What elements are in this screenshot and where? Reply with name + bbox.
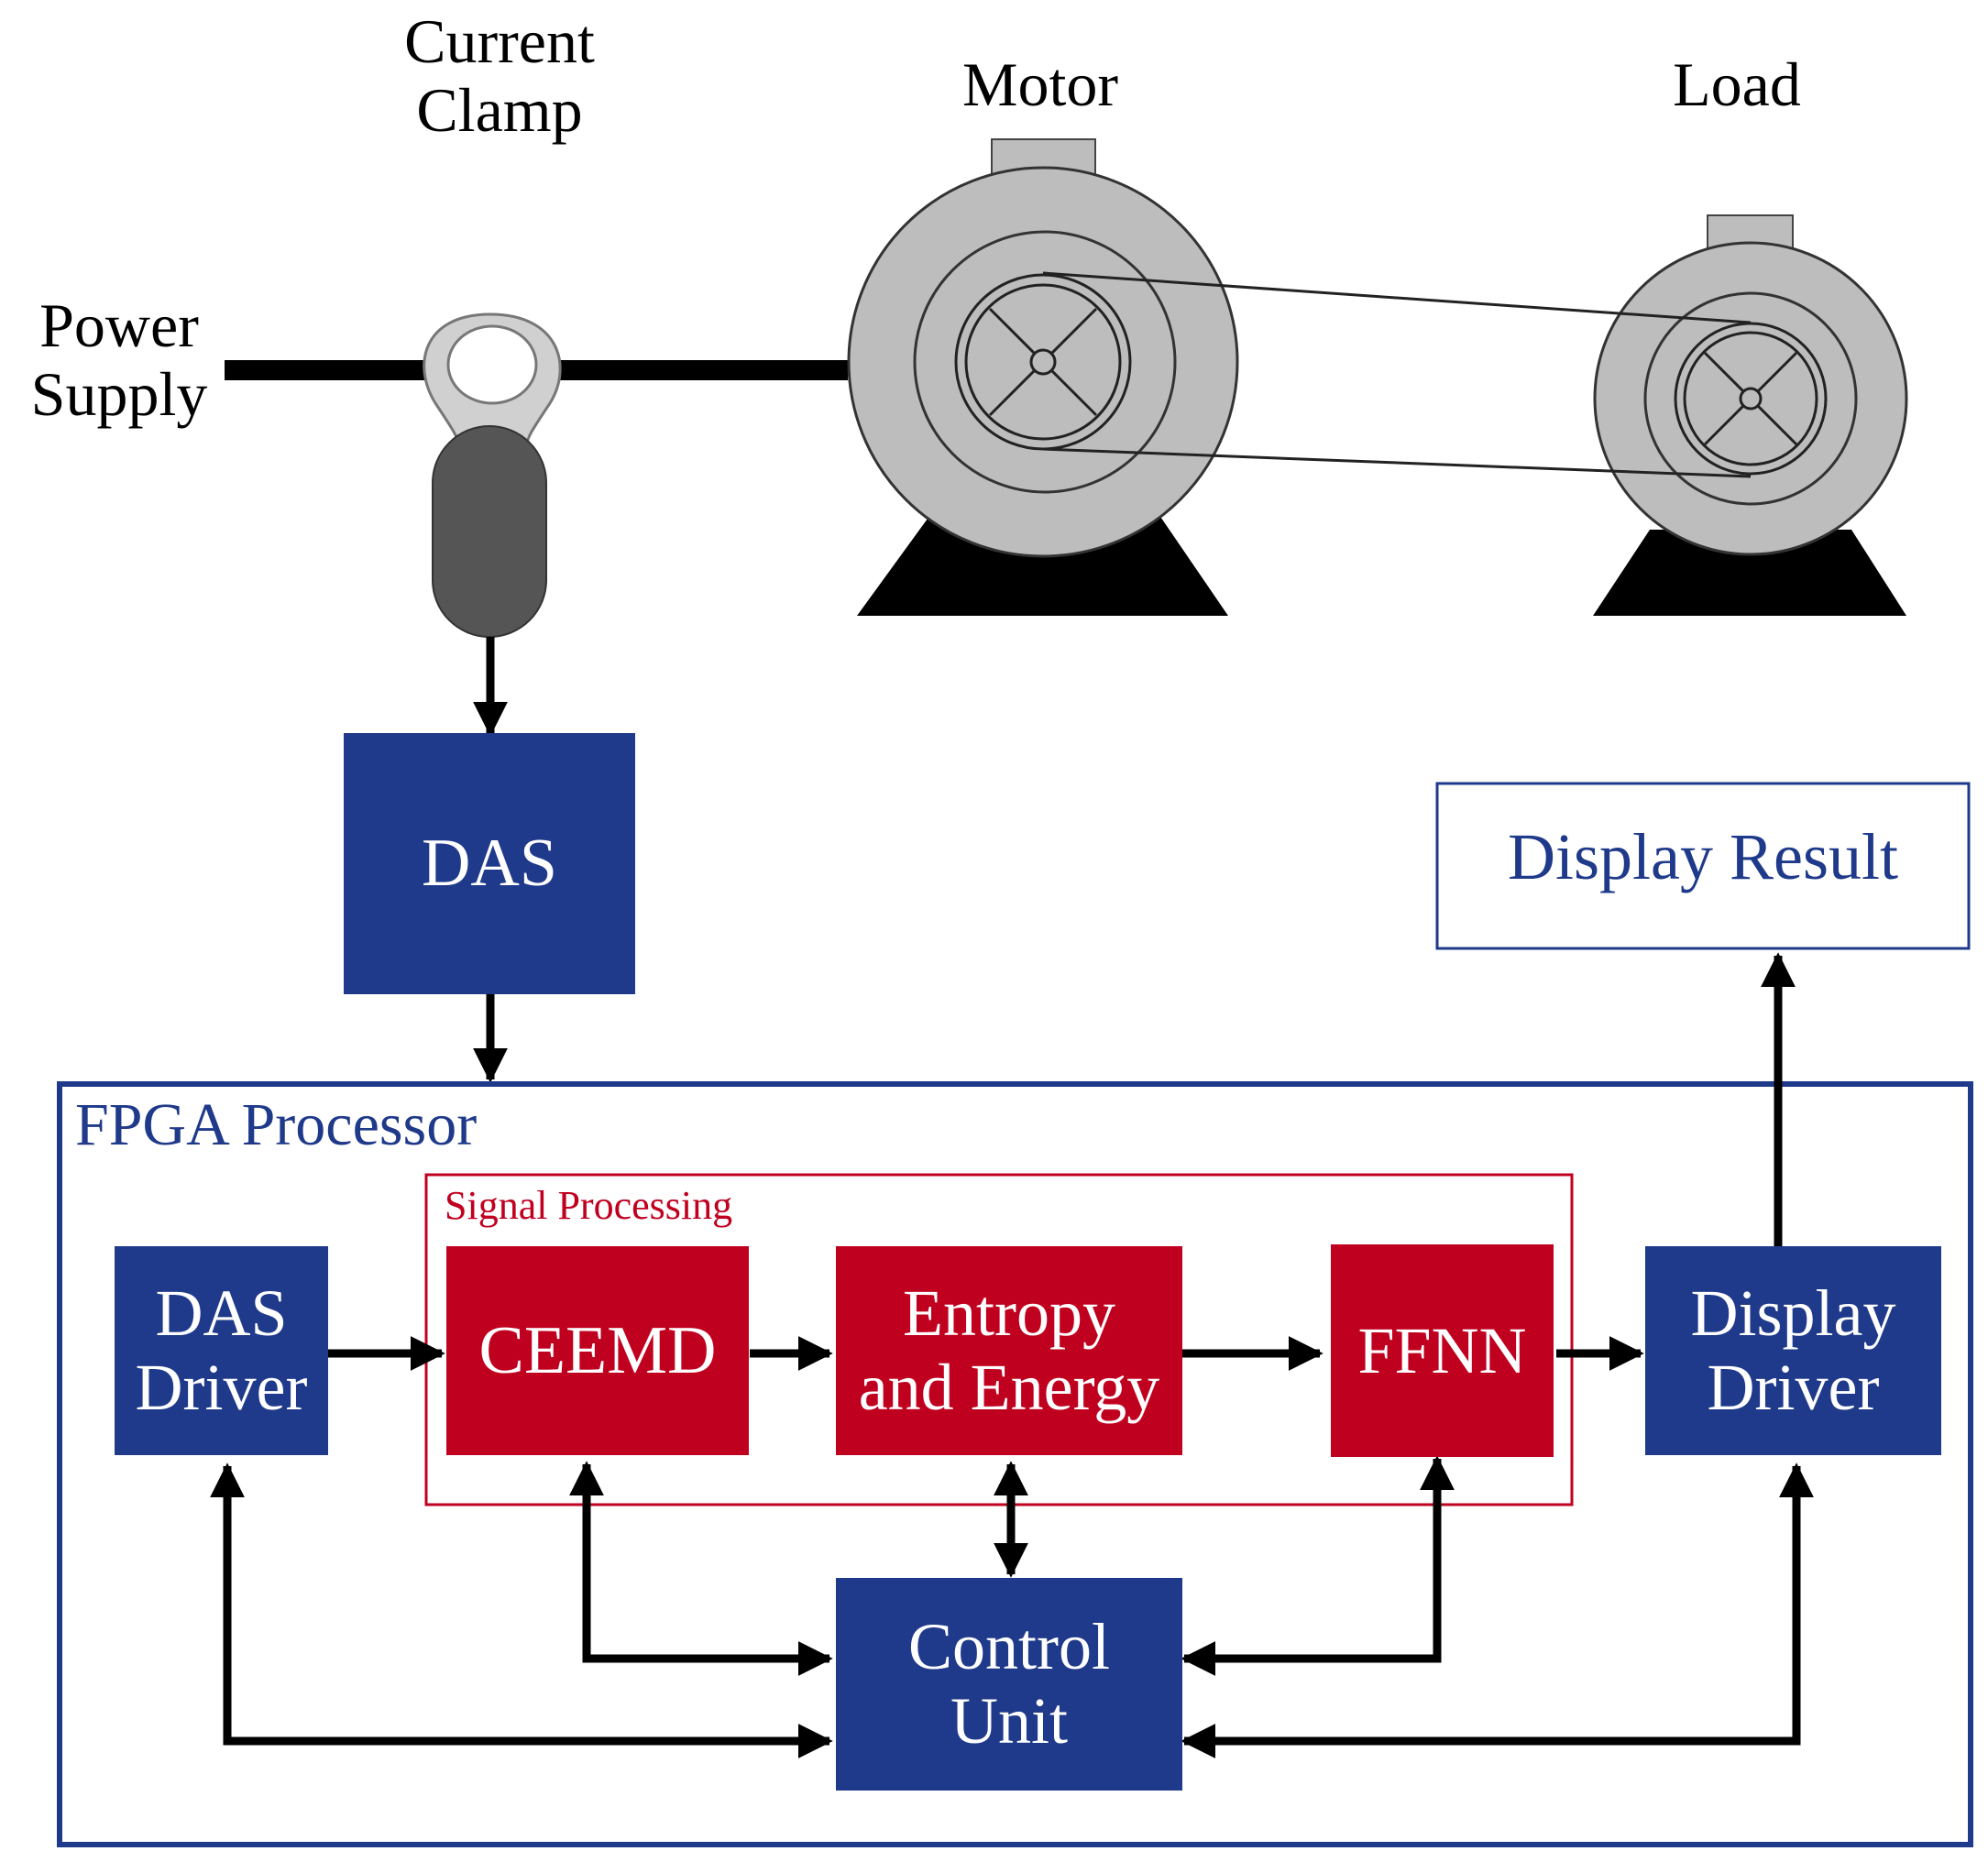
das-driver-block: DAS Driver: [115, 1246, 328, 1455]
link-control-display-driver: [1181, 1462, 1814, 1758]
current-clamp-label: Current Clamp: [404, 6, 595, 145]
link-control-ffnn: [1181, 1455, 1455, 1676]
current-clamp-icon: [423, 312, 562, 638]
belt: [1042, 271, 1752, 478]
link-control-das-driver: [210, 1462, 833, 1758]
fpga-processor-boundary: [57, 1081, 1973, 1847]
ffnn-block: FFNN: [1331, 1244, 1554, 1457]
link-control-ceemd: [569, 1461, 833, 1676]
display-driver-block: Display Driver: [1645, 1246, 1941, 1455]
das-block: DAS: [344, 733, 635, 994]
control-unit-block: Control Unit: [836, 1578, 1182, 1791]
signal-processing-title: Signal Processing: [445, 1183, 733, 1228]
motor-icon: [847, 138, 1239, 616]
fpga-processor-title: FPGA Processor: [75, 1091, 478, 1158]
entropy-energy-block: Entropy and Energy: [836, 1246, 1182, 1455]
load-icon: [1593, 214, 1908, 616]
display-result-outline: [1435, 782, 1971, 950]
display-result-label: Display Result: [1508, 820, 1898, 893]
ceemd-block: CEEMD: [446, 1246, 749, 1455]
motor-label: Motor: [962, 49, 1118, 119]
power-supply-label: Power Supply: [30, 290, 208, 429]
load-label: Load: [1673, 49, 1801, 119]
